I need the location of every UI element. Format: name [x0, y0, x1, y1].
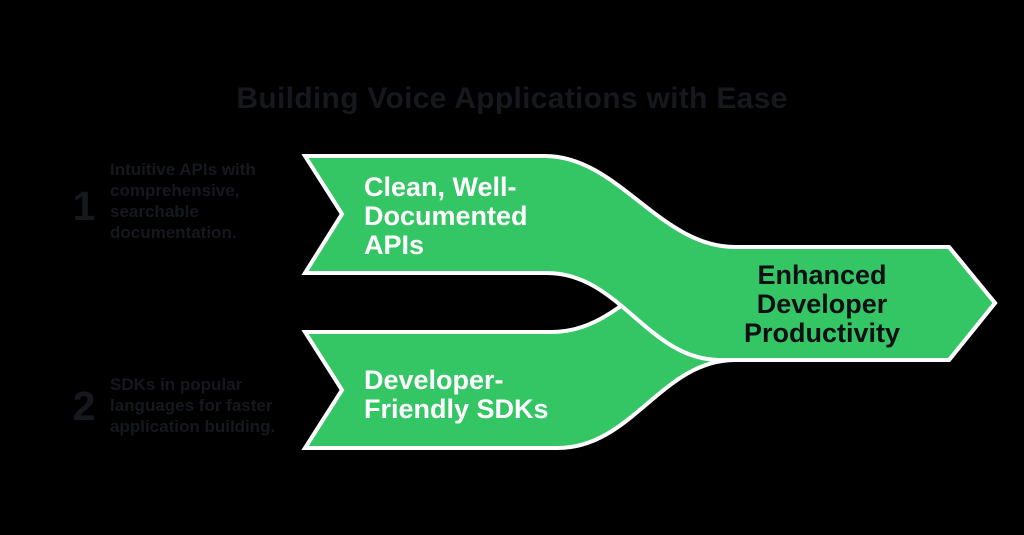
ribbon-label-apis: Clean, Well- Documented APIs	[364, 172, 528, 260]
step-description-1: Intuitive APIs with comprehensive, searc…	[110, 160, 256, 242]
step-number-2: 2	[72, 383, 96, 429]
step-description-2: SDKs in popular languages for faster app…	[110, 375, 276, 436]
ribbon-label-sdks: Developer- Friendly SDKs	[364, 365, 549, 424]
ribbon-top-shape	[301, 154, 998, 362]
step-number-1: 1	[72, 183, 96, 229]
page-title: Building Voice Applications with Ease	[236, 82, 788, 116]
outcome-label: Enhanced Developer Productivity	[743, 260, 901, 348]
